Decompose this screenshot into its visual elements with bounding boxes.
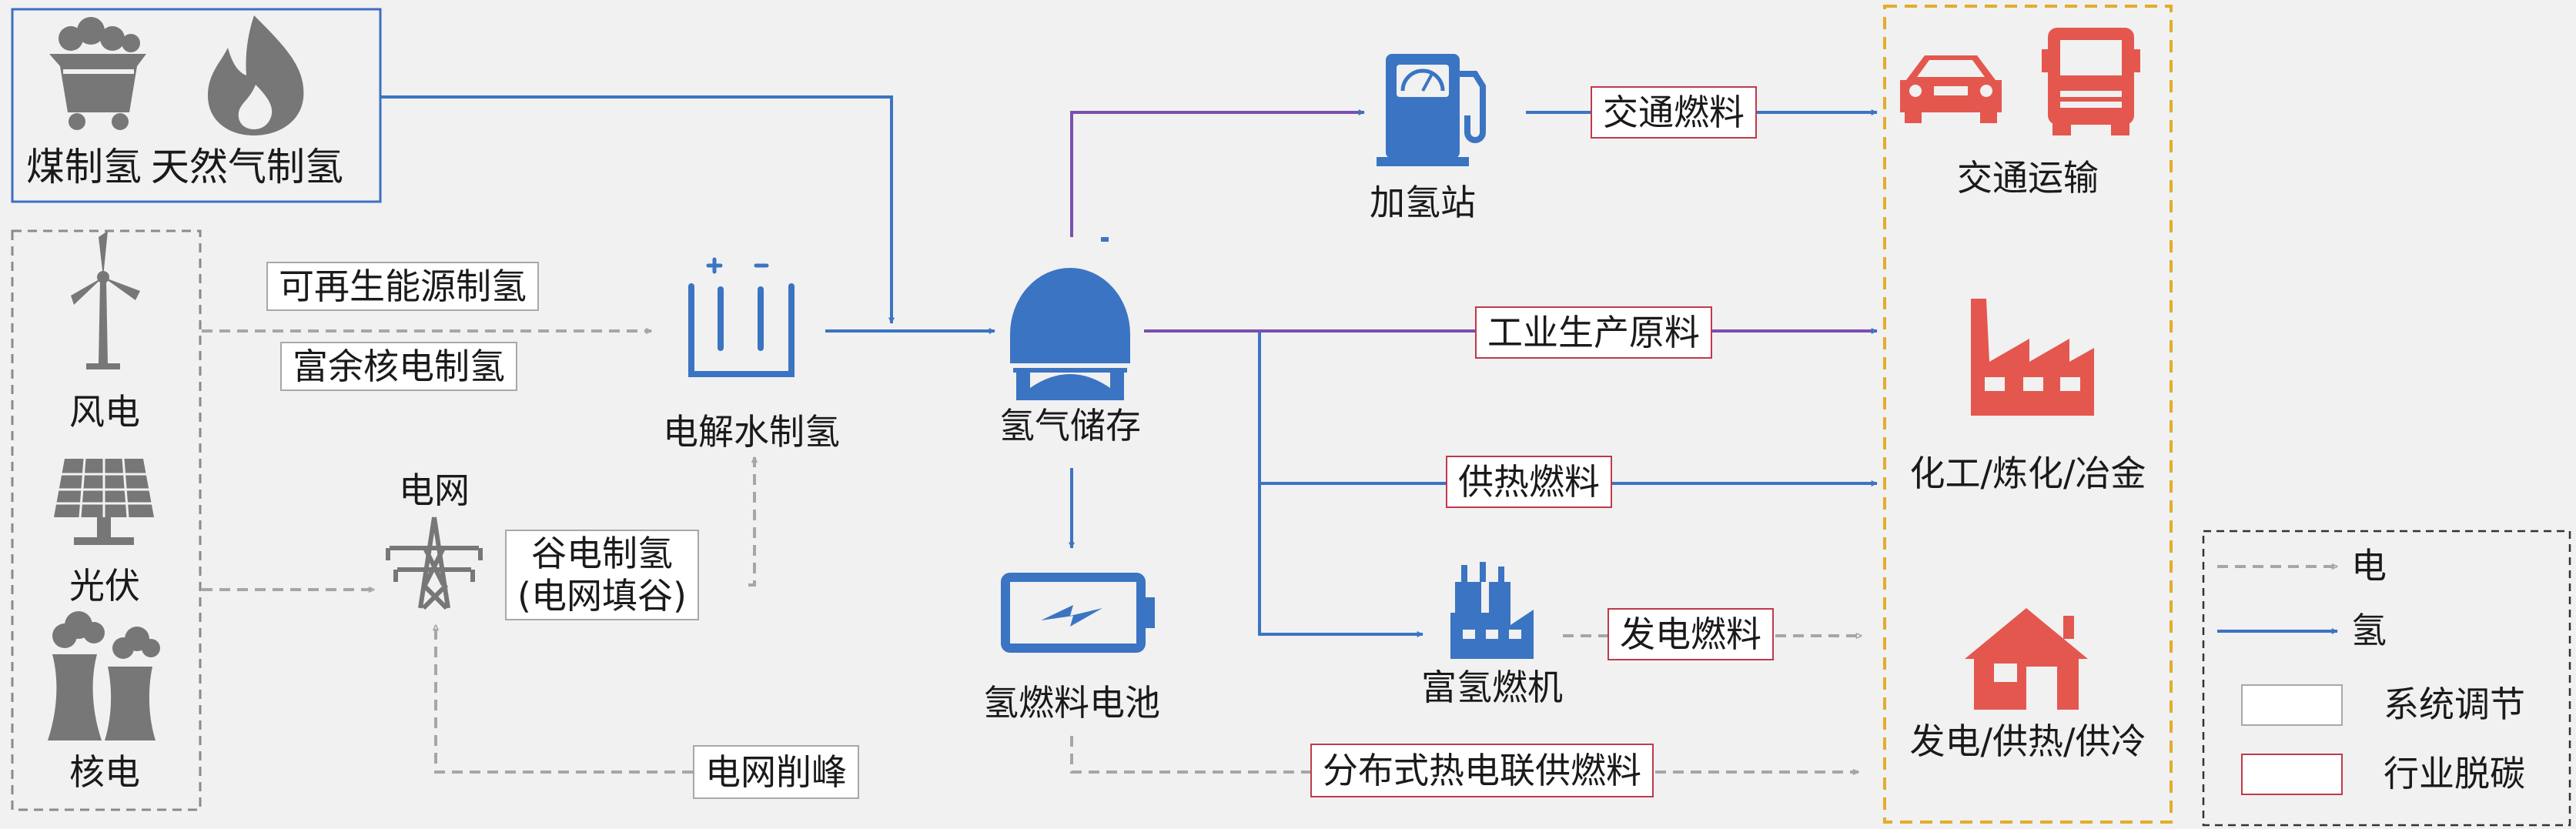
electrolysis-label: 电解水制氢 (663, 411, 840, 453)
wind-turbine-icon (71, 231, 140, 369)
nuclear-plant-icon (48, 611, 160, 740)
turbine-plant-icon (1450, 562, 1534, 659)
nuclear-surplus-hydrogen-box: 富余核电制氢 (280, 342, 517, 391)
legend-industry-label: 行业脱碳 (2384, 753, 2525, 794)
power-heat-cool-sector-label: 发电/供热/供冷 (1909, 720, 2146, 762)
legend-system-label: 系统调节 (2384, 684, 2525, 725)
fossil-source-box (11, 8, 382, 203)
turbine-label: 富氢燃机 (1421, 667, 1563, 708)
factory-icon (1971, 299, 2094, 416)
fuel-cell-label: 氢燃料电池 (983, 682, 1160, 724)
chp-fuel-box: 分布式热电联供燃料 (1310, 744, 1654, 797)
peak-shaving-line (436, 625, 693, 774)
valley-hydrogen-box: 谷电制氢 (电网填谷) (505, 530, 699, 620)
transport-sector-label: 交通运输 (1957, 157, 2099, 199)
renewable-hydrogen-box: 可再生能源制氢 (266, 262, 539, 311)
storage-to-station-line (1070, 109, 1365, 237)
hydrogen-station-icon (1377, 54, 1486, 166)
clean-power-source-box (11, 229, 202, 811)
chp-fuel-line (1070, 736, 1858, 772)
coal-hydrogen-label: 煤制氢 (26, 145, 142, 189)
solar-panel-icon (54, 458, 154, 545)
station-label: 加氢站 (1370, 182, 1476, 223)
flame-icon (208, 15, 304, 135)
electrolysis-icon (688, 257, 795, 377)
storage-tank-icon (1010, 237, 1130, 400)
car-icon (1900, 55, 2002, 123)
storage-label: 氢气储存 (999, 405, 1141, 446)
natural-gas-hydrogen-label: 天然气制氢 (151, 145, 343, 189)
grid-to-electrolysis-line (748, 457, 754, 587)
legend-system-swatch (2241, 684, 2343, 726)
truck-icon (2042, 28, 2140, 135)
peak-shaving-box: 电网削峰 (693, 745, 859, 799)
legend-electricity-label: 电 (2351, 545, 2387, 587)
transport-fuel-box: 交通燃料 (1591, 86, 1757, 139)
heating-fuel-box: 供热燃料 (1446, 456, 1612, 508)
legend-box (2202, 530, 2571, 827)
valley-hydrogen-line1: 谷电制氢 (530, 532, 673, 574)
wind-label: 风电 (69, 391, 140, 433)
end-use-sector-box (1883, 5, 2173, 824)
industrial-feedstock-box: 工业生产原料 (1475, 306, 1712, 359)
house-icon (1965, 608, 2088, 710)
nuclear-label: 核电 (69, 751, 140, 793)
chemical-sector-label: 化工/炼化/冶金 (1909, 453, 2146, 494)
valley-hydrogen-line2: (电网填谷) (517, 575, 687, 617)
grid-title: 电网 (399, 470, 470, 511)
power-fuel-box: 发电燃料 (1607, 608, 1774, 660)
fuel-cell-icon (1001, 573, 1155, 653)
legend-hydrogen-label: 氢 (2351, 610, 2387, 651)
legend-industry-swatch (2241, 754, 2343, 795)
fossil-to-storage-line (380, 95, 895, 324)
power-tower-icon (386, 516, 483, 610)
coal-cart-icon (49, 17, 146, 130)
solar-label: 光伏 (69, 565, 140, 607)
storage-branch-line (1258, 331, 1423, 637)
